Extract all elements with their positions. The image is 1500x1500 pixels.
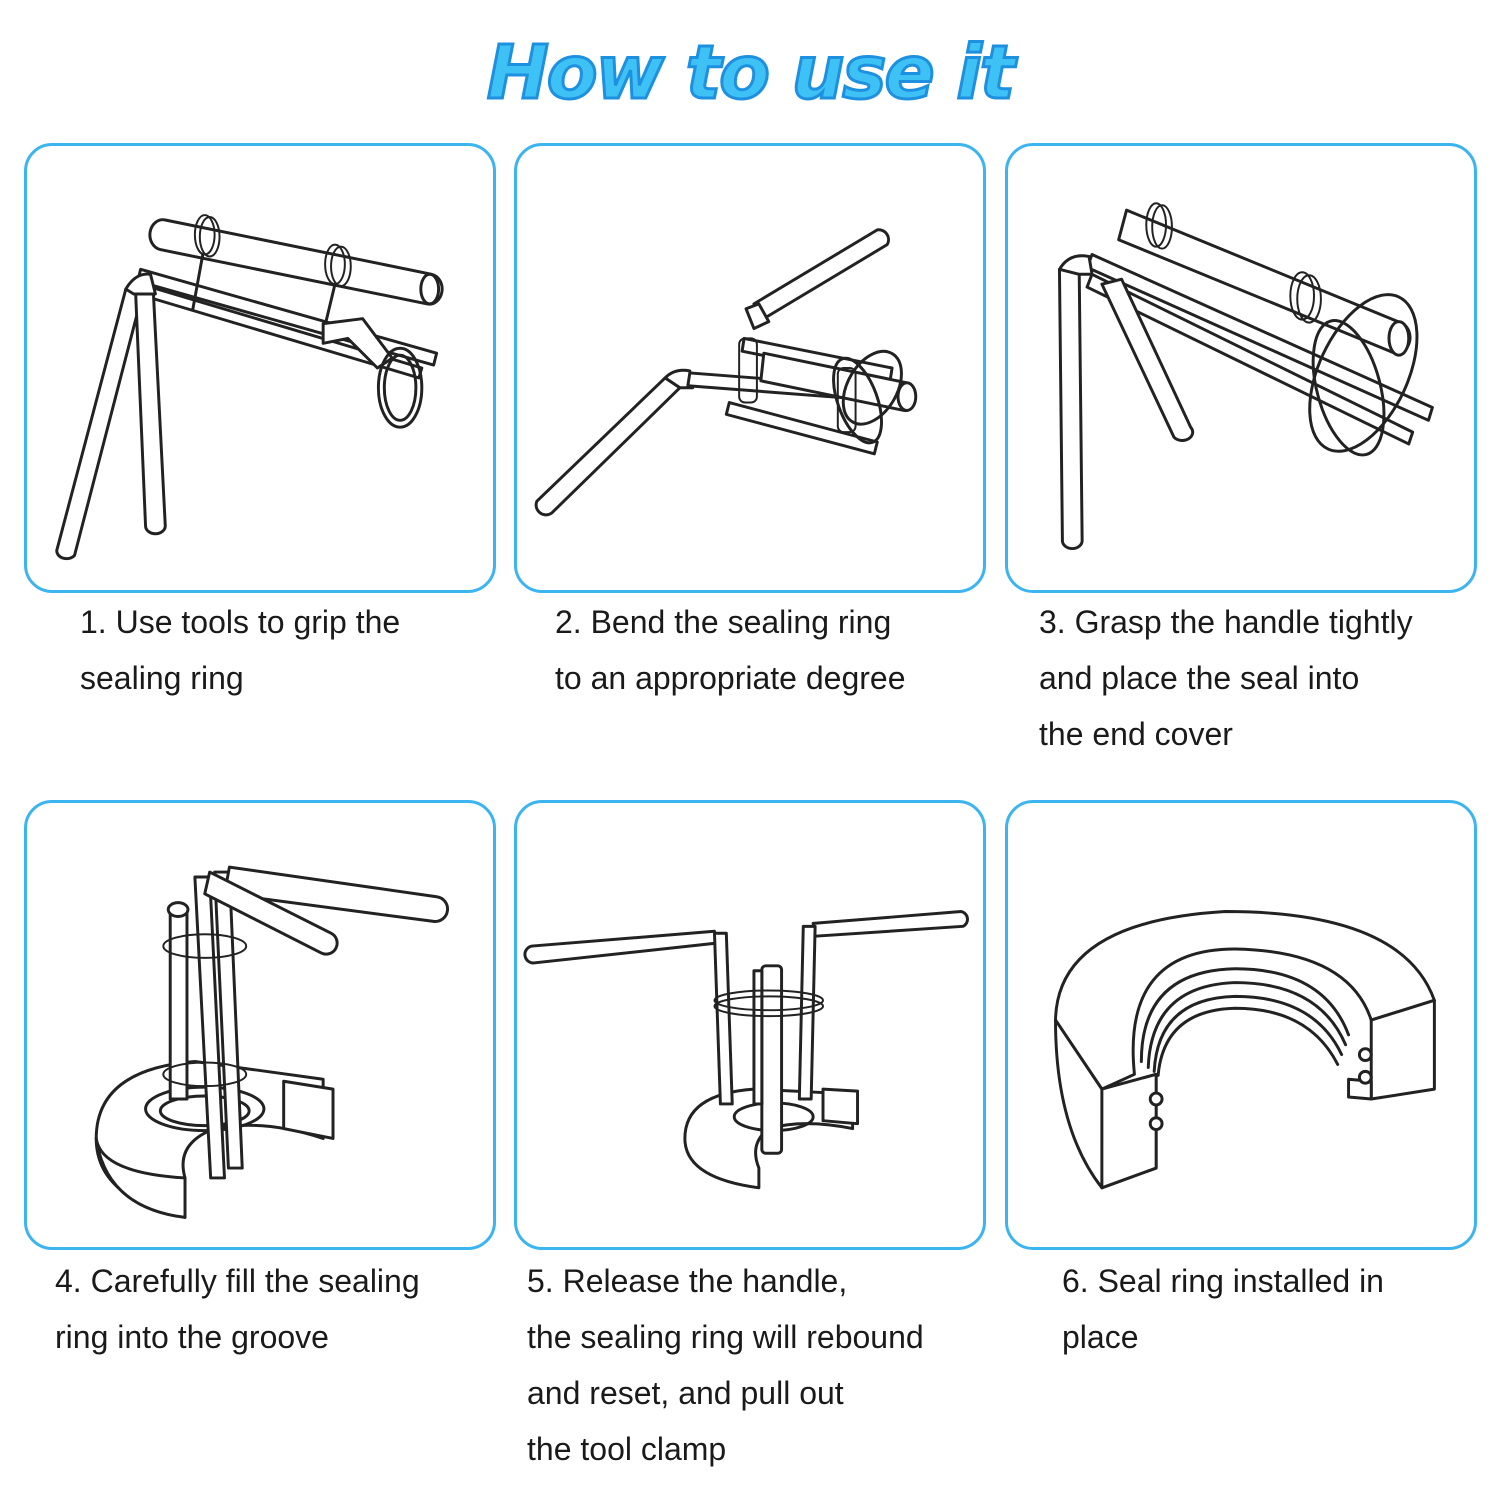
page-title: How to use it [485,29,1016,118]
seal-tool-place-illustration [1057,202,1434,551]
step-6-caption: 6. Seal ring installed in place [1062,1263,1384,1355]
step-2-panel [514,143,986,593]
seal-tool-bend-illustration [534,228,918,517]
seal-tool-release-illustration [523,910,969,1190]
step-2-caption: 2. Bend the sealing ring to an appropria… [555,604,906,696]
step-5-caption: 5. Release the handle, the sealing ring … [527,1263,924,1467]
step-4-panel [24,800,496,1250]
step-6-panel [1005,800,1477,1250]
seal-ring-installed-illustration [1054,910,1436,1190]
seal-tool-fill-groove-illustration [94,865,449,1219]
seal-tool-grip-illustration [55,214,444,561]
step-1-caption: 1. Use tools to grip the sealing ring [80,604,401,696]
step-3-panel [1005,143,1477,593]
step-1-panel [24,143,496,593]
step-3-caption: 3. Grasp the handle tightly and place th… [1039,604,1413,752]
step-5-panel [514,800,986,1250]
step-4-caption: 4. Carefully fill the sealing ring into … [55,1263,420,1355]
